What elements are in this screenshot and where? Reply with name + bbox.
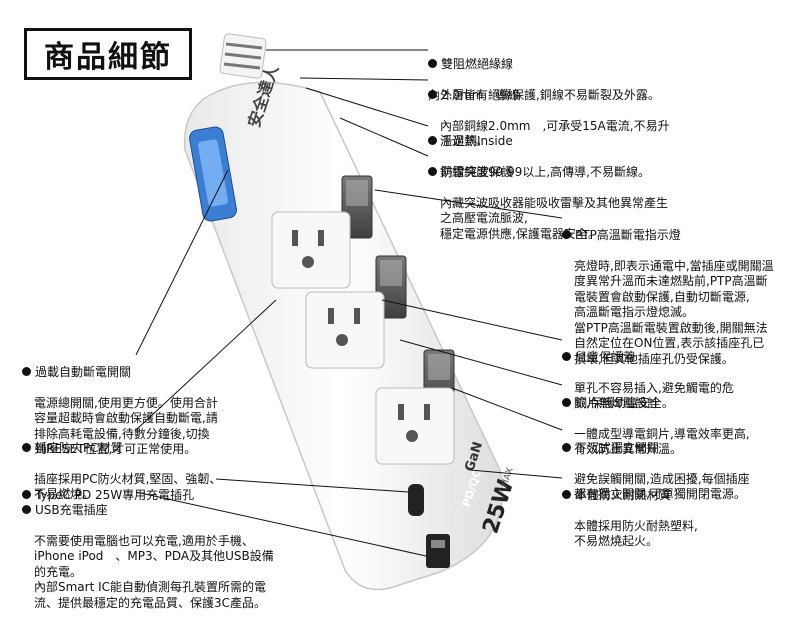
note-surge: 防雷突波保護 內藏突波吸收器能吸收雷擊及其他異常產生 之高壓電流脈波, 穩定電源… [428,149,798,258]
power-strip-illustration: 安全達人 GaN PD/QC 25W MAX [135,33,563,591]
bullet-icon [562,442,571,452]
bullet-icon [562,489,571,499]
note-child-safety: 兒童保護蓋 單孔不容易插入,避免觸電的危 險,保護幼童安全。 [562,334,798,427]
bullet-icon [22,442,31,452]
note-overload: 過載自動斷電開關 電源總開關,使用更方便。使用合計 容量超載時會啟動保護自動斷電… [22,349,262,473]
bullet-icon [22,504,31,514]
bullet-icon [428,135,437,145]
note-recessed-switch: 下沉式獨立開關 避免誤觸開關,造成困擾,每個插座 都有獨立開關,可單獨開閉電源。 [562,425,798,518]
leader-lines [135,49,563,557]
note-ptp: PTP高溫斷電指示燈 亮燈時,即表示通電中,當插座或開關溫 度異常升溫而未達燃點… [562,212,798,383]
socket-2 [305,291,385,369]
bullet-icon [428,89,437,99]
note-socket-pc: 插座防火PC材質 插座採用PC防火材質,堅固、強韌、 不易燃燒。 [22,425,262,518]
power-cable [219,33,267,79]
socket-1 [271,211,351,289]
overload-switch [189,126,237,222]
typec-port [408,484,424,516]
note-usb: USB充電插座 不需要使用電腦也可以充電,適用於手機、 iPhone iPod … [22,487,322,627]
bullet-icon [22,366,31,376]
note-copper-sheet: 銅片無焊點設計 一體成型導電銅片,導電效率更高, 有效防止異常升溫。 [562,380,798,473]
bullet-icon [562,397,571,407]
bullet-icon [562,229,571,239]
note-flame-body: 本體防火耐熱材質 本體採用防火耐熱塑料, 不易燃燒起火。 [562,472,798,565]
note-typec: TypeC PD 25W專用充電插孔 [22,472,262,519]
bullet-icon [22,489,31,499]
usb-port [426,534,450,568]
note-wire-size: 2.0mm 導線 內部銅線2.0mm ,可承受15A電流,不易升 溫過熱。 [428,72,798,165]
note-copper-inside: 千足銅Inside 銅線純度99.99以上,高傳導,不易斷線。 [428,118,798,196]
socket-3 [375,387,455,465]
bullet-icon [428,166,437,176]
note-dual-insulation: 雙阻燃絕緣線 內外層皆有絕緣保護,銅線不易斷裂及外露。 [428,56,660,102]
page-title: 商品細節 [24,28,192,80]
bullet-icon [428,58,437,68]
bullet-icon [562,351,571,361]
